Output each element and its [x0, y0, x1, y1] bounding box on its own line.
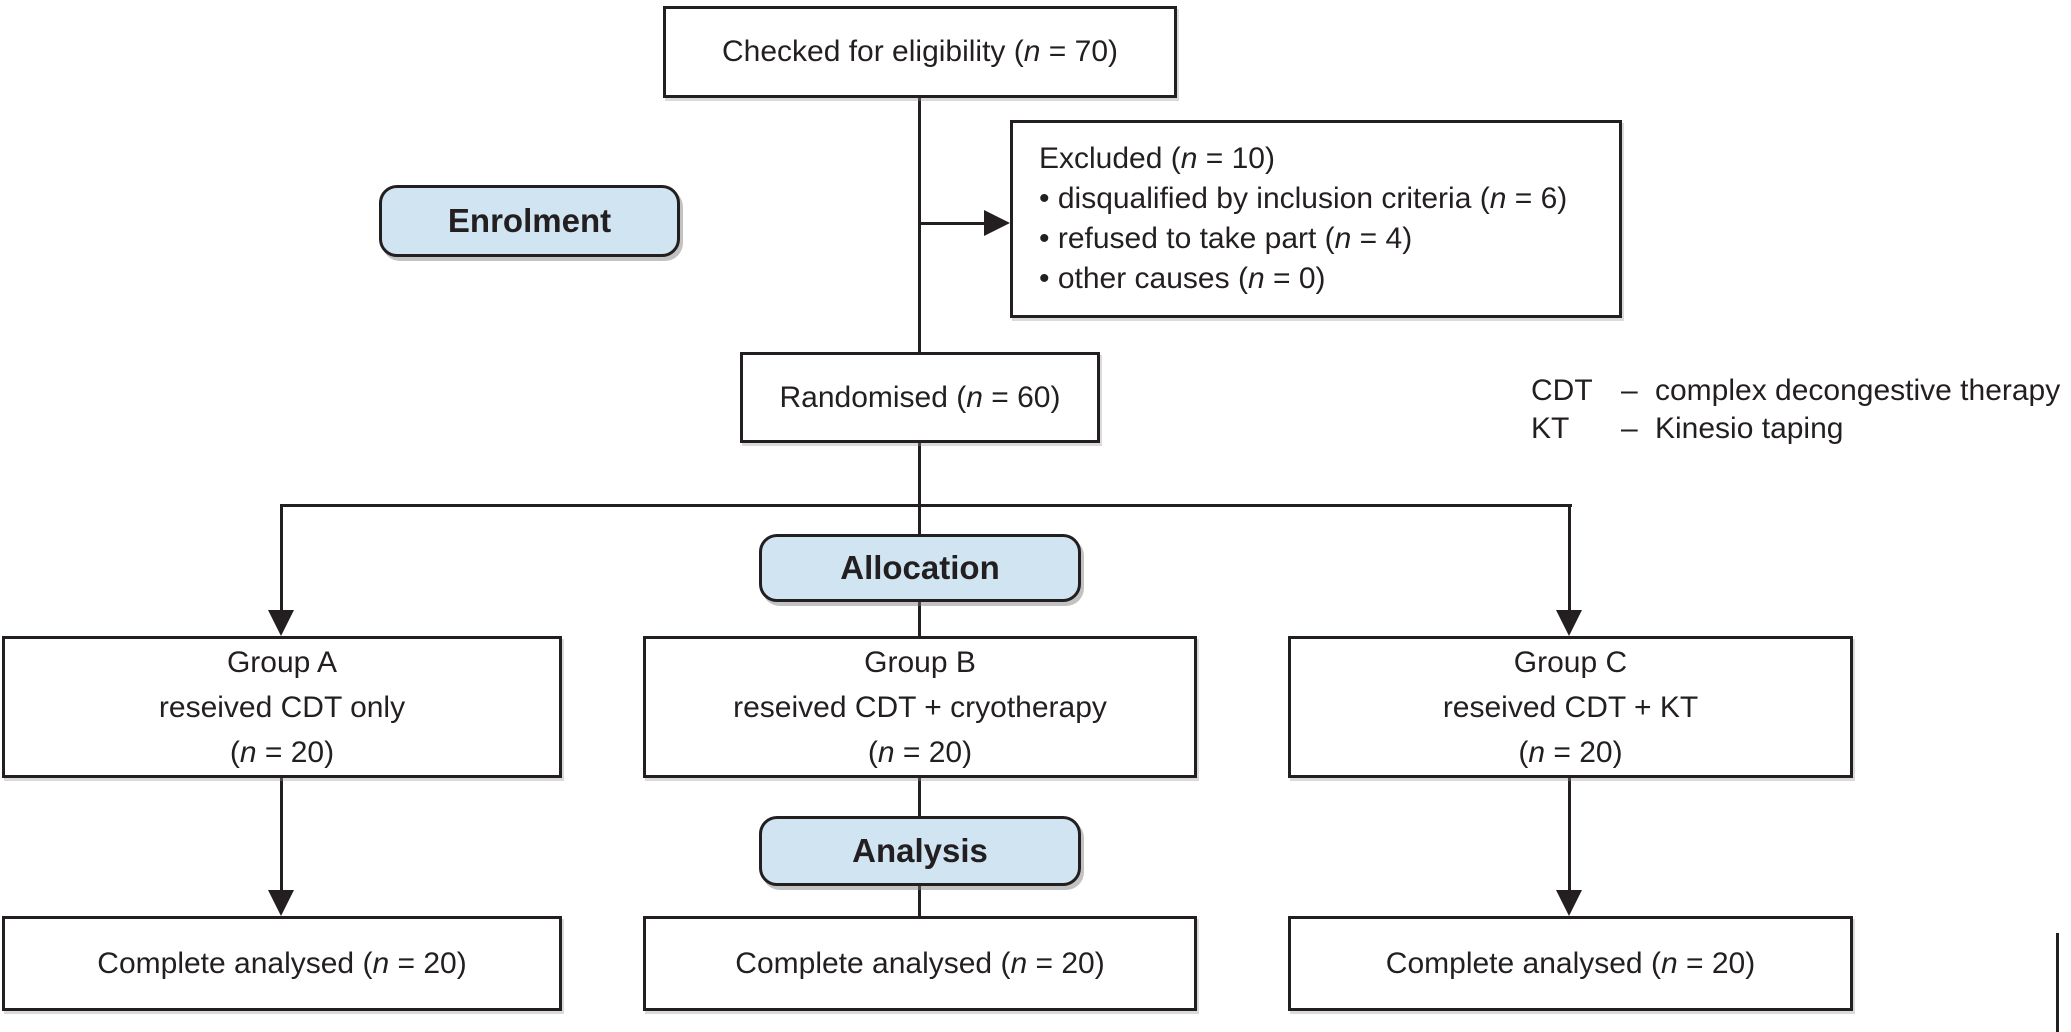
text-post: = 20) — [389, 946, 467, 980]
text-post: = 20) — [894, 735, 973, 769]
legend-abbr: KT — [1531, 412, 1570, 445]
connector-eligibility-to-randomised — [918, 97, 921, 354]
text-post: = 6) — [1506, 182, 1568, 215]
connector-branch-to-allocation — [918, 504, 921, 536]
legend-desc: complex decongestive therapy — [1655, 374, 2061, 407]
eligibility-text: Checked for eligibility (n = 70) — [722, 32, 1118, 72]
group-b-box: Group B reseived CDT + cryotherapy (n = … — [643, 636, 1197, 778]
n-italic: n — [1660, 946, 1678, 980]
n-italic: n — [966, 380, 983, 414]
n-italic: n — [1010, 946, 1028, 980]
legend-dash: – — [1621, 374, 1638, 407]
connector-branch-to-group-a — [280, 504, 283, 611]
n-italic: n — [877, 735, 895, 769]
analysed-text: Complete analysed (n = 20) — [97, 944, 466, 984]
arrowhead-right-excluded-icon — [984, 210, 1010, 236]
excluded-box: Excluded (n = 10) • disqualified by incl… — [1010, 120, 1622, 318]
arrowhead-down-group-a-icon — [268, 610, 294, 636]
group-name: Group C — [1513, 645, 1628, 679]
eligibility-box: Checked for eligibility (n = 70) — [663, 6, 1177, 98]
legend-abbr: CDT — [1531, 374, 1593, 407]
n-italic: n — [1247, 262, 1265, 295]
stage-analysis: Analysis — [759, 816, 1081, 886]
text-pre: Complete analysed ( — [1385, 946, 1661, 980]
stage-allocation: Allocation — [759, 534, 1081, 602]
text-pre: • refused to take part ( — [1039, 222, 1335, 255]
legend-desc: Kinesio taping — [1655, 412, 1844, 445]
analysed-b-box: Complete analysed (n = 20) — [643, 916, 1197, 1011]
text-post: = 10) — [1197, 142, 1275, 175]
n-italic: n — [1334, 222, 1352, 255]
excluded-item: • other causes (n = 0) — [1039, 259, 1326, 299]
stage-analysis-label: Analysis — [852, 832, 988, 869]
connector-group-b-to-analysis — [918, 776, 921, 818]
analysed-text: Complete analysed (n = 20) — [735, 944, 1104, 984]
arrowhead-down-group-c-icon — [1556, 610, 1582, 636]
text-pre: • other causes ( — [1039, 262, 1248, 295]
excluded-item: • disqualified by inclusion criteria (n … — [1039, 179, 1567, 219]
analysed-a-box: Complete analysed (n = 20) — [2, 916, 562, 1011]
n-italic: n — [1023, 35, 1041, 68]
text-pre: Complete analysed ( — [97, 946, 373, 980]
text-pre: ( — [229, 735, 240, 769]
group-treatment: reseived CDT + KT — [1442, 690, 1699, 724]
connector-analysis-to-analysed-b — [918, 884, 921, 918]
legend-dash: – — [1621, 412, 1638, 445]
stage-allocation-label: Allocation — [840, 549, 1000, 586]
group-name: Group A — [226, 645, 338, 679]
n-italic: n — [1528, 735, 1546, 769]
connector-randomised-to-branch — [918, 441, 921, 506]
connector-branch-to-group-c — [1568, 504, 1571, 611]
group-n: (n = 20) — [1518, 730, 1622, 775]
text-pre: • disqualified by inclusion criteria ( — [1039, 182, 1490, 215]
arrowhead-down-analysed-a-icon — [268, 890, 294, 916]
text-post: = 20) — [1677, 946, 1756, 980]
text-post: = 60) — [982, 380, 1061, 414]
edge-clipped-line — [2056, 933, 2059, 1032]
text-pre: ( — [867, 735, 878, 769]
legend-row-kt: KT – Kinesio taping — [1531, 410, 2060, 448]
analysed-c-box: Complete analysed (n = 20) — [1288, 916, 1853, 1011]
text-pre: Checked for eligibility ( — [721, 35, 1024, 68]
text-post: = 20) — [1545, 735, 1623, 769]
text-post: = 0) — [1264, 262, 1326, 295]
group-treatment: reseived CDT only — [158, 690, 406, 724]
text-post: = 70) — [1040, 35, 1119, 68]
text-post: = 4) — [1351, 222, 1413, 255]
connector-to-excluded — [918, 222, 986, 225]
excluded-title: Excluded (n = 10) — [1039, 139, 1275, 179]
randomised-text: Randomised (n = 60) — [779, 378, 1060, 418]
group-treatment: reseived CDT + cryotherapy — [733, 690, 1107, 724]
abbreviation-legend: CDT – complex decongestive therapy KT – … — [1531, 372, 2060, 448]
group-c-box: Group C reseived CDT + KT (n = 20) — [1288, 636, 1853, 778]
n-italic: n — [1180, 142, 1198, 175]
connector-allocation-to-group-b — [918, 600, 921, 638]
text-pre: Randomised ( — [779, 380, 967, 414]
connector-group-c-to-analysed — [1568, 776, 1571, 891]
group-a-box: Group A reseived CDT only (n = 20) — [2, 636, 562, 778]
n-italic: n — [372, 946, 390, 980]
randomised-box: Randomised (n = 60) — [740, 352, 1100, 443]
text-post: = 20) — [1027, 946, 1105, 980]
group-n: (n = 20) — [230, 730, 334, 775]
stage-enrolment: Enrolment — [379, 185, 680, 257]
connector-branch-horizontal — [280, 504, 1572, 507]
group-name: Group B — [864, 645, 976, 679]
n-italic: n — [239, 735, 257, 769]
excluded-item: • refused to take part (n = 4) — [1039, 219, 1412, 259]
text-pre: Complete analysed ( — [735, 946, 1011, 980]
text-pre: Excluded ( — [1039, 142, 1181, 175]
n-italic: n — [1489, 182, 1507, 215]
analysed-text: Complete analysed (n = 20) — [1386, 944, 1755, 984]
text-post: = 20) — [256, 735, 335, 769]
legend-row-cdt: CDT – complex decongestive therapy — [1531, 372, 2060, 410]
text-pre: ( — [1518, 735, 1529, 769]
connector-group-a-to-analysed — [280, 776, 283, 891]
group-n: (n = 20) — [868, 730, 972, 775]
stage-enrolment-label: Enrolment — [447, 202, 612, 239]
arrowhead-down-analysed-c-icon — [1556, 890, 1582, 916]
